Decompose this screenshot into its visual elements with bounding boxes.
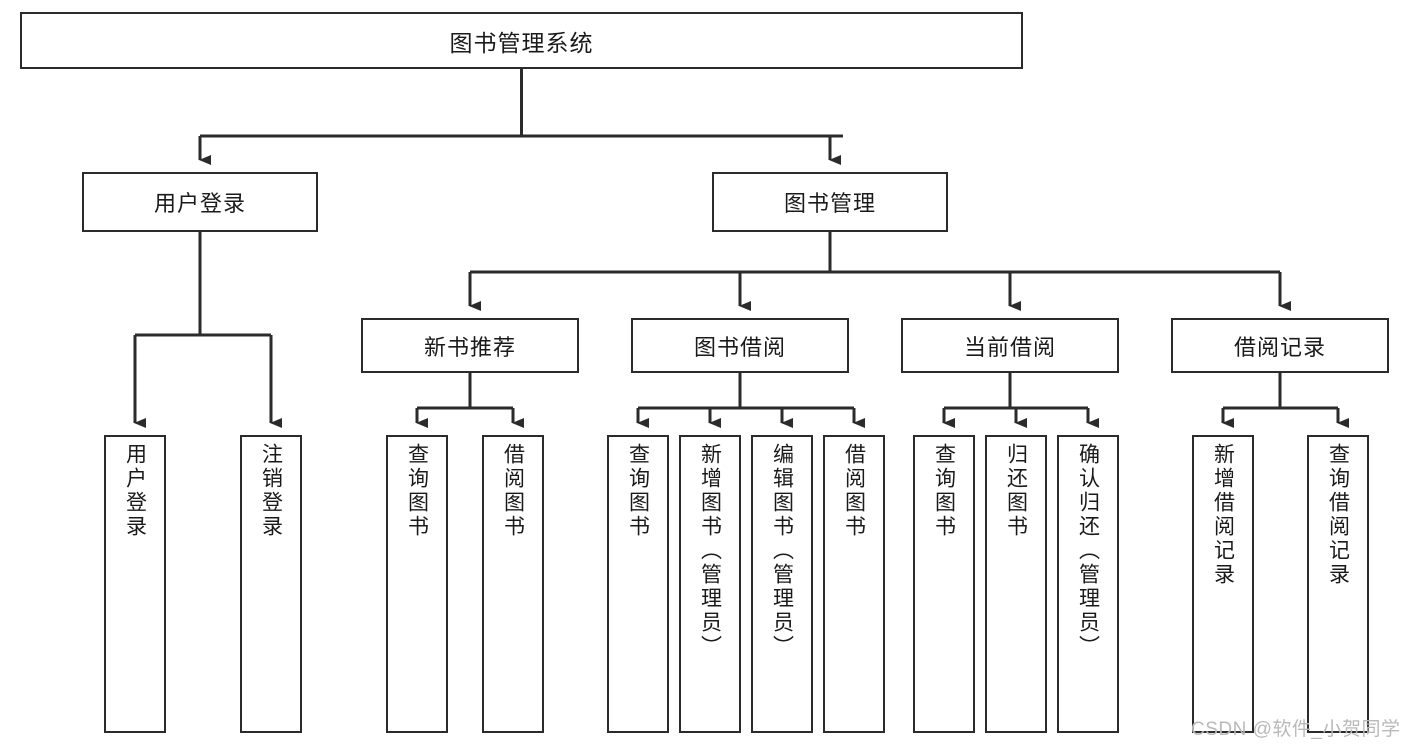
node-book-borrow-label: 图书借阅 — [693, 334, 786, 360]
node-cur-query-book[interactable]: 查询图书 — [913, 435, 975, 733]
watermark: CSDN @软件_小贺同学 — [1191, 719, 1401, 740]
node-cur-return-book[interactable]: 归还图书 — [985, 435, 1047, 733]
node-new-book-rec-label: 新书推荐 — [423, 334, 516, 360]
node-current-borrow-label: 当前借阅 — [963, 334, 1056, 360]
node-borrow-record[interactable]: 借阅记录 — [1171, 318, 1389, 373]
node-user-login-action[interactable]: 用户登录 — [104, 435, 166, 733]
node-rec-query-record-label: 查询借阅记录 — [1326, 443, 1350, 587]
node-root-label: 图书管理系统 — [449, 29, 594, 56]
node-new-book-rec[interactable]: 新书推荐 — [361, 318, 579, 373]
node-bor-add-book[interactable]: 新增图书（管理员） — [679, 435, 741, 733]
node-borrow-record-label: 借阅记录 — [1233, 334, 1326, 360]
node-cur-query-book-label: 查询图书 — [932, 443, 956, 539]
node-rec-add-record[interactable]: 新增借阅记录 — [1192, 435, 1254, 733]
node-bor-borrow-book-label: 借阅图书 — [842, 443, 866, 539]
node-rec-query-book-label: 查询图书 — [405, 443, 429, 539]
node-bor-borrow-book[interactable]: 借阅图书 — [823, 435, 885, 733]
node-rec-query-record[interactable]: 查询借阅记录 — [1307, 435, 1369, 733]
node-book-manage-label: 图书管理 — [783, 191, 876, 216]
node-user-login[interactable]: 用户登录 — [82, 172, 318, 232]
node-bor-edit-book-label: 编辑图书（管理员） — [770, 443, 794, 659]
node-current-borrow[interactable]: 当前借阅 — [901, 318, 1119, 373]
node-rec-query-book[interactable]: 查询图书 — [386, 435, 448, 733]
node-root[interactable]: 图书管理系统 — [20, 12, 1023, 69]
node-rec-borrow-book[interactable]: 借阅图书 — [482, 435, 544, 733]
node-bor-edit-book[interactable]: 编辑图书（管理员） — [751, 435, 813, 733]
node-rec-borrow-book-label: 借阅图书 — [501, 443, 525, 539]
node-rec-add-record-label: 新增借阅记录 — [1211, 443, 1235, 587]
node-user-login-label: 用户登录 — [153, 191, 246, 216]
node-cur-confirm-return[interactable]: 确认归还（管理员） — [1057, 435, 1119, 733]
node-bor-query-book[interactable]: 查询图书 — [607, 435, 669, 733]
node-user-logout-action[interactable]: 注销登录 — [240, 435, 302, 733]
node-cur-return-book-label: 归还图书 — [1004, 443, 1028, 539]
node-bor-add-book-label: 新增图书（管理员） — [698, 443, 722, 659]
node-user-logout-action-label: 注销登录 — [259, 443, 283, 539]
node-bor-query-book-label: 查询图书 — [626, 443, 650, 539]
node-book-manage[interactable]: 图书管理 — [712, 172, 948, 232]
node-user-login-action-label: 用户登录 — [123, 443, 147, 539]
node-book-borrow[interactable]: 图书借阅 — [631, 318, 849, 373]
node-cur-confirm-return-label: 确认归还（管理员） — [1076, 443, 1100, 659]
